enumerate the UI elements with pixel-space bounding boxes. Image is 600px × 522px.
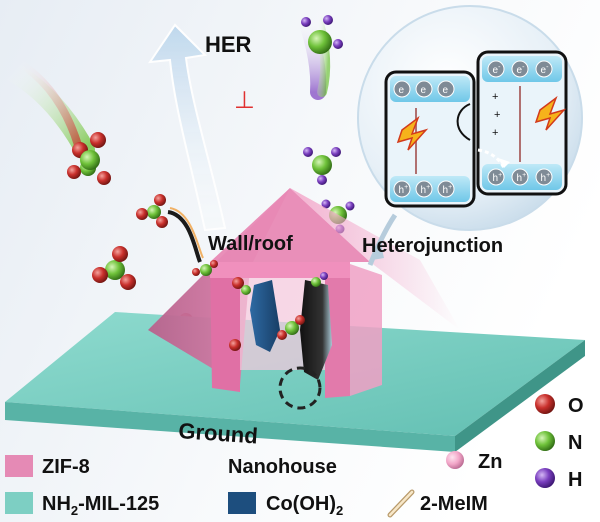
hole-left-0-dot [393,180,411,198]
interface-plus-2: + [492,127,498,139]
electron-left-1-dot [415,80,433,98]
her-label: HER [205,32,252,57]
molecule-no3-1 [136,194,168,228]
molecule-falling-top [297,10,343,100]
legend-n-sphere [535,431,555,451]
electron-right-1-label: e- [517,64,526,76]
molecule-no3-2 [92,246,136,290]
legend-zn-label: Zn [478,451,502,473]
hole-right-2-dot [535,168,553,186]
electron-left-2-label: e [443,85,449,96]
dark-flake [300,280,332,380]
nanohouse-label: Nanohouse [228,456,337,478]
legend-zif8-label: ZIF-8 [42,456,90,478]
dashed-circle [278,366,322,410]
legend: ZIF-8 NH2-MIL-125 Nanohouse Co(OH)2 2-Me… [5,394,584,518]
electron-left-0-label: e [399,85,405,96]
legend-n-label: N [568,432,582,454]
hole-left-0-label: h+ [399,184,409,196]
cooh-flake [250,280,280,352]
ground-label: Ground [178,418,259,448]
legend-o-sphere [535,394,555,414]
heterojunction-label: Heterojunction [362,235,503,257]
electron-right-0-label: e- [493,64,502,76]
legend-swatch-cooh [228,492,256,514]
hole-right-1-dot [511,168,529,186]
legend-o-label: O [568,395,584,417]
hole-left-1-label: h+ [421,184,431,196]
legend-swatch-zif8 [5,455,33,477]
electron-left-0-dot [393,80,411,98]
hole-left-2-dot [437,180,455,198]
molecule-trail-left [0,58,111,185]
hole-right-2-label: h+ [541,172,551,184]
legend-mil125-label: NH2-MIL-125 [42,493,159,518]
legend-zn-sphere [446,451,464,469]
migration-arrow [167,210,202,263]
interface-plus-1: + [494,109,500,121]
electron-right-2-dot [535,60,553,78]
hole-right-0-label: h+ [493,172,503,184]
molecule-nh3-1 [303,147,341,185]
charge-carriers: e e e e-e-e-h+ h+ h+ h+ h+ h+ + + + [393,60,553,198]
electron-right-1-dot [511,60,529,78]
interface-plus-0: + [492,91,498,103]
legend-melim-stick [387,489,415,518]
wall-roof-label: Wall/roof [208,233,293,255]
legend-h-sphere [535,468,555,488]
legend-swatch-mil125 [5,492,33,514]
ground-slab [5,312,585,452]
inhibit-symbol: ⊥ [234,86,255,114]
legend-cooh-label: Co(OH)2 [266,493,343,518]
electron-left-2-dot [437,80,455,98]
heterojunction-bubble [357,5,583,231]
hole-right-0-dot [487,168,505,186]
hole-right-1-label: h+ [517,172,527,184]
hole-left-2-label: h+ [443,184,453,196]
her-arrow [147,23,227,232]
electron-left-1-label: e [421,85,427,96]
electron-right-2-label: e- [541,64,550,76]
legend-h-label: H [568,469,582,491]
legend-melim-label: 2-MeIM [420,493,488,515]
hole-left-1-dot [415,180,433,198]
electron-right-0-dot [487,60,505,78]
